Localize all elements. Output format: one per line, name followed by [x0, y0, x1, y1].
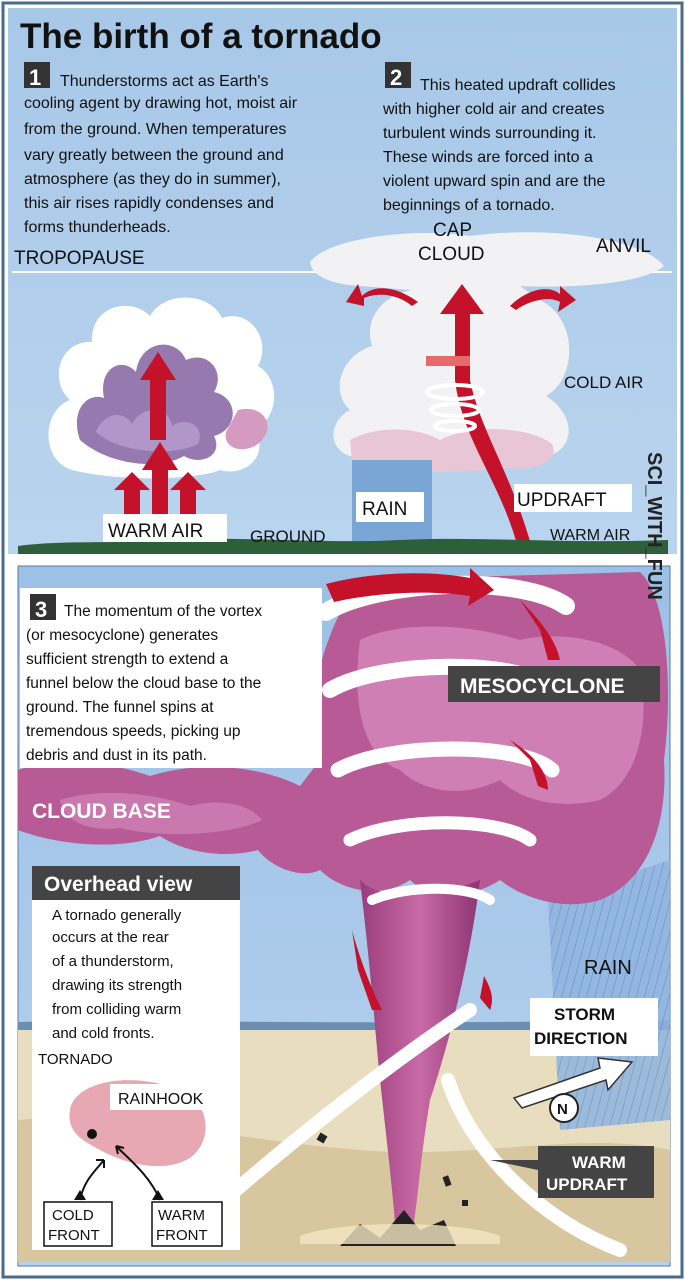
- warm-updraft-box: [538, 1146, 654, 1198]
- compass-n-label: N: [557, 1101, 568, 1118]
- warm-updraft-label: WARM UPDRAFT: [546, 1153, 631, 1194]
- panel-divider: [8, 554, 677, 566]
- step-2-number: 2: [390, 65, 402, 90]
- dust-cloud: [300, 1224, 500, 1244]
- overhead-view-title: Overhead view: [44, 873, 193, 896]
- step-3-number-box: [30, 594, 56, 620]
- step-1-text: Thunderstorms act as Earth's cooling age…: [24, 73, 302, 236]
- overhead-view-box: [32, 866, 240, 1250]
- tropopause-label: TROPOPAUSE: [14, 248, 145, 269]
- watermark: SCI_WITH_FUN: [643, 452, 665, 600]
- cap-label: CAP: [433, 220, 472, 241]
- warm-air-arrows: [114, 352, 206, 518]
- rain-bottom-label: RAIN: [584, 957, 632, 979]
- rain-top-label: RAIN: [362, 499, 407, 520]
- anvil-label: ANVIL: [596, 236, 651, 257]
- step-2-number-box: [385, 62, 411, 88]
- ground-label: GROUND: [250, 527, 326, 546]
- mesocyclone-label: MESOCYCLONE: [460, 675, 625, 698]
- cold-air-label: COLD AIR: [564, 373, 643, 392]
- rainhook-box: [110, 1084, 236, 1110]
- updraft-spiral: [425, 383, 485, 433]
- step-1: 1 Thunderstorms act as Earth's cooling a…: [24, 62, 302, 236]
- storm-direction-arrow: [512, 1057, 634, 1109]
- overhead-view-text: A tornado generally occurs at the rear o…: [52, 907, 186, 1042]
- step-2: 2 This heated updraft collides with high…: [382, 62, 620, 214]
- cold-front-box: [43, 1201, 113, 1247]
- vortex-arrows: [326, 568, 560, 1010]
- overhead-view-panel: Overhead view A tornado generally occurs…: [32, 866, 240, 1250]
- step-1-number: 1: [29, 65, 41, 90]
- warm-updraft-pointer: [490, 1160, 538, 1170]
- rain-top-box: [356, 492, 424, 522]
- tornado-label: TORNADO: [38, 1051, 113, 1068]
- page-title: The birth of a tornado: [20, 17, 382, 56]
- updraft-box: [514, 484, 632, 512]
- step-3-text: The momentum of the vortex (or mesocyclo…: [26, 603, 266, 764]
- tornado-funnel: [360, 880, 480, 1236]
- compass-icon: [549, 1093, 579, 1123]
- storm-direction-label: STORM DIRECTION: [534, 1005, 628, 1048]
- updraft-arrow: [346, 284, 576, 548]
- step-3-number: 3: [35, 597, 47, 622]
- rain-streaks: [548, 860, 670, 1130]
- storm-direction-box: [530, 998, 658, 1056]
- warm-air-left-box: [103, 514, 227, 542]
- rainhook-label: RAINHOOK: [118, 1091, 204, 1108]
- overhead-view-header: [32, 866, 240, 900]
- step-1-number-box: [24, 62, 50, 88]
- warm-air-right-label: WARM AIR: [550, 527, 630, 544]
- step-3-box: [20, 588, 322, 768]
- updraft-label: UPDRAFT: [517, 490, 607, 511]
- mesocyclone-box: [448, 666, 660, 702]
- warm-air-left-label: WARM AIR: [108, 521, 203, 542]
- updraft-spin-arrow: [426, 356, 470, 366]
- cold-front-label: COLD FRONT: [48, 1207, 100, 1244]
- tornado-dot: [87, 1129, 97, 1139]
- cloud-label: CLOUD: [418, 244, 485, 265]
- ground-strip: [18, 538, 668, 554]
- step-3: 3 The momentum of the vortex (or mesocyc…: [26, 594, 266, 764]
- warm-front-box: [151, 1201, 223, 1247]
- cloud-base-label: CLOUD BASE: [32, 800, 171, 823]
- step-2-text: This heated updraft collides with higher…: [382, 77, 620, 214]
- warm-front-label: WARM FRONT: [156, 1207, 209, 1244]
